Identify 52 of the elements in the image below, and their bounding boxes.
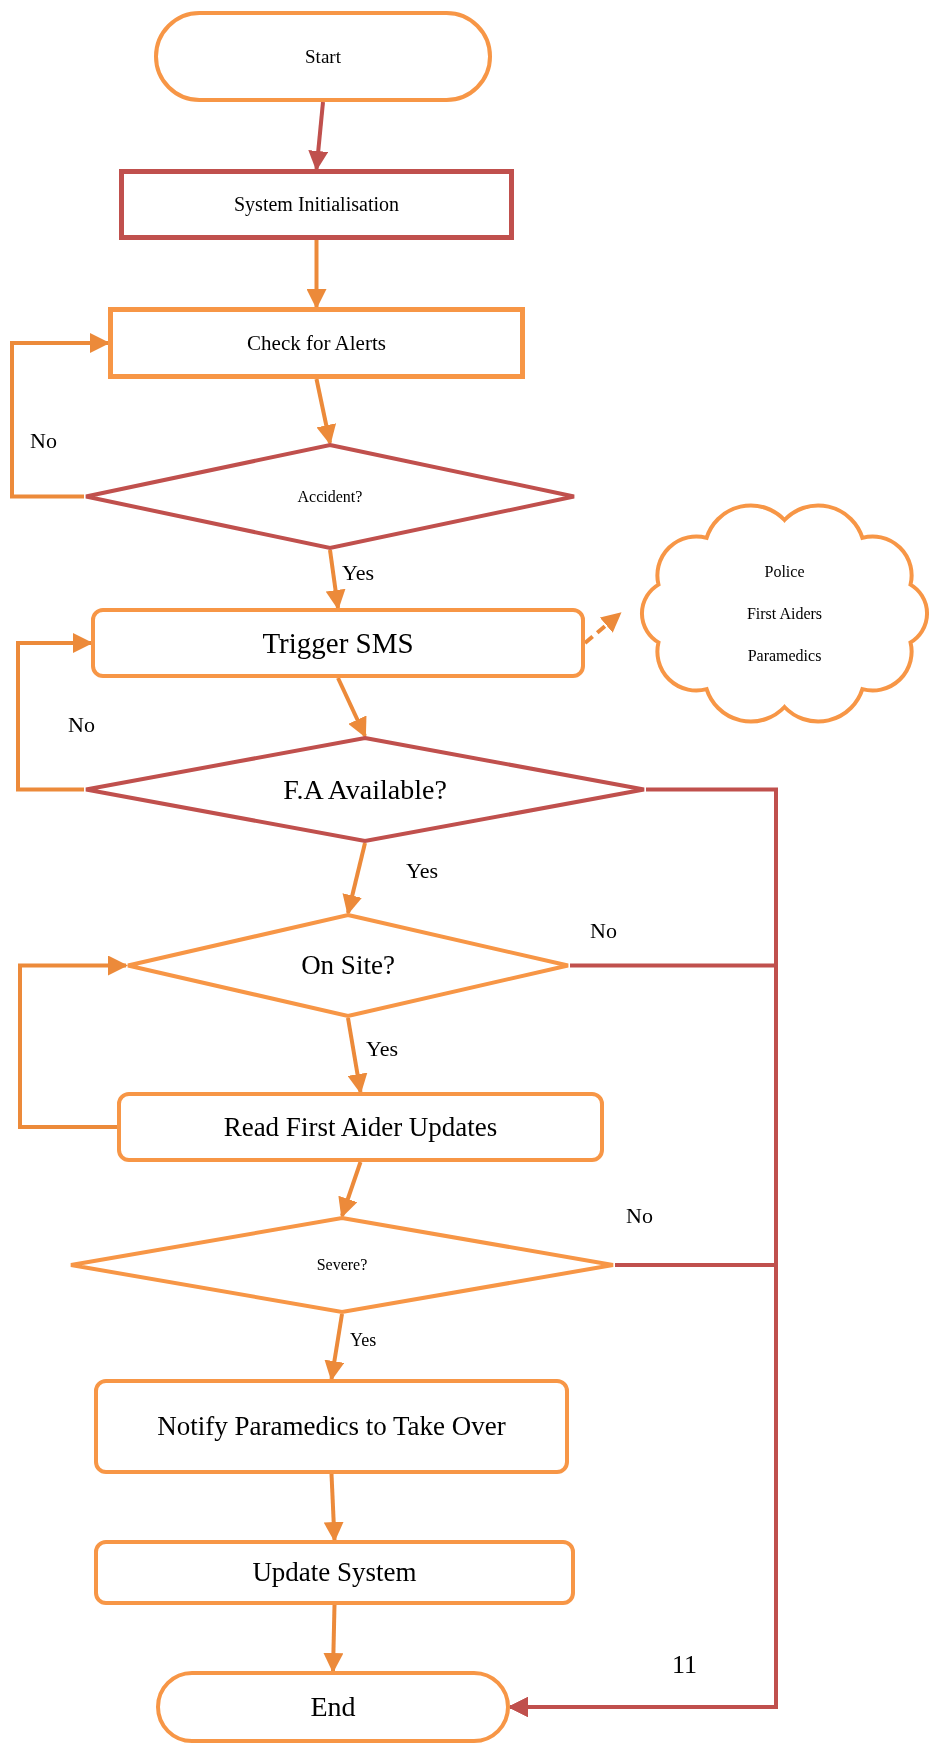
node-text: Accident? — [297, 487, 363, 506]
decision-diamond — [126, 913, 570, 1018]
process-box — [94, 1540, 575, 1605]
node-text: Update System — [252, 1557, 417, 1588]
arrow — [325, 549, 346, 610]
process-box — [94, 1379, 569, 1474]
arrow — [323, 1604, 344, 1673]
node-text: Police — [764, 562, 805, 581]
node-text: Read First Aider Updates — [223, 1111, 498, 1143]
process-box — [117, 1092, 604, 1162]
node-text: First Aiders — [746, 604, 823, 623]
node-text: Paramedics — [747, 646, 822, 665]
process-box — [108, 307, 525, 379]
terminal-shape — [154, 11, 492, 102]
node-text: Notify Paramedics to Take Over — [157, 1411, 506, 1442]
arrow — [508, 1263, 778, 1717]
decision-diamond — [84, 736, 646, 843]
node-text: Check for Alerts — [247, 330, 386, 356]
arrow — [583, 611, 622, 645]
arrow — [10, 333, 110, 499]
arrow — [336, 677, 367, 738]
edge-label: Yes — [366, 1036, 398, 1062]
node-text: End — [310, 1691, 356, 1723]
arrow — [314, 378, 337, 445]
node-text: F.A Available? — [283, 773, 447, 806]
edge-label: No — [626, 1203, 653, 1229]
arrow — [16, 633, 93, 792]
arrow — [306, 240, 327, 309]
arrow — [18, 955, 128, 1129]
edge-label: No — [30, 428, 57, 454]
process-box — [91, 608, 585, 678]
node-text: Severe? — [316, 1256, 368, 1274]
arrow — [324, 1313, 345, 1381]
arrow — [346, 1017, 368, 1094]
node-text: On Site? — [301, 950, 395, 981]
arrow — [308, 101, 329, 171]
page-number: 11 — [672, 1650, 698, 1680]
process-box — [119, 169, 514, 240]
edge-label: Yes — [342, 560, 374, 586]
node-text: System Initialisation — [234, 193, 399, 216]
edge-label: Yes — [406, 858, 438, 884]
arrow — [323, 1473, 344, 1542]
node-text: Trigger SMS — [262, 626, 414, 660]
decision-diamond — [69, 1216, 615, 1314]
arrow — [342, 842, 367, 915]
edge-label: No — [68, 712, 95, 738]
decision-diamond — [84, 443, 576, 550]
edge-label: Yes — [350, 1330, 377, 1351]
edge-label: No — [590, 918, 617, 944]
node-text: Start — [305, 45, 341, 68]
arrow — [338, 1161, 363, 1218]
terminal-shape — [156, 1671, 510, 1743]
